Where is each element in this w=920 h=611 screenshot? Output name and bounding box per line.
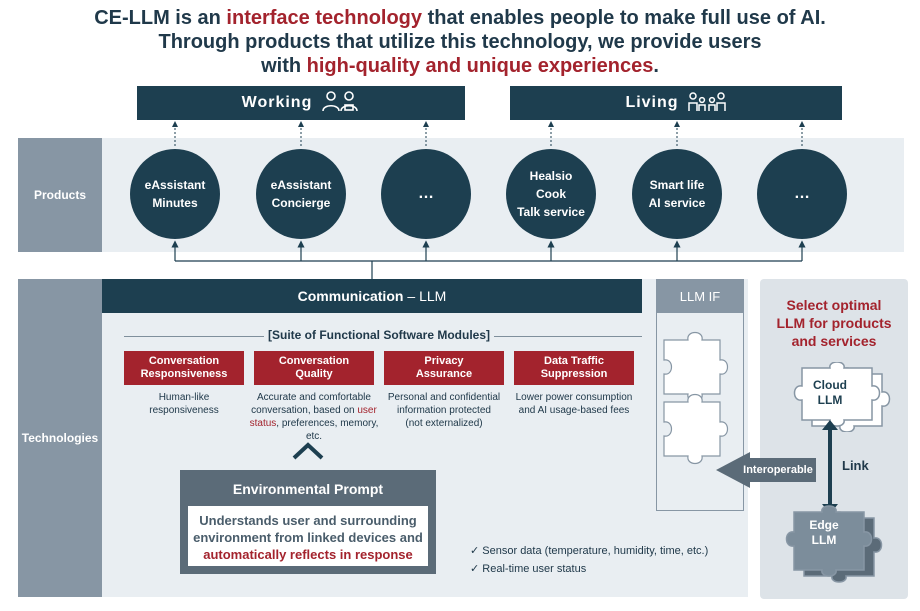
environmental-prompt-box: Environmental Prompt Understands user an… (180, 470, 436, 574)
llm-if-header: LLM IF (656, 279, 744, 313)
headline-line-1: CE-LLM is an interface technology that e… (94, 7, 826, 29)
communication-llm-bar: Communication– LLM (102, 279, 642, 313)
suite-rule-left (124, 336, 264, 337)
product-more-working: … (381, 149, 471, 239)
products-label: Products (18, 138, 102, 252)
cloud-llm-icon (793, 362, 891, 432)
puzzle-piece-icon (663, 331, 729, 465)
check-icon: ✓ (470, 563, 483, 575)
link-label: Link (842, 458, 869, 473)
check-icon: ✓ (470, 545, 483, 557)
technologies-label: Technologies (18, 279, 102, 597)
check-item-user-status: ✓ Real-time user status (470, 563, 587, 575)
chevron-up-icon (292, 442, 324, 460)
interoperable-label: Interoperable (740, 458, 816, 482)
check-item-sensor: ✓ Sensor data (temperature, humidity, ti… (470, 545, 709, 557)
family-icon (687, 90, 727, 116)
headline-line-3: with high-quality and unique experiences… (261, 55, 659, 77)
living-category-bar: Living (510, 86, 842, 120)
edge-llm-icon (785, 505, 883, 583)
working-label: Working (241, 94, 313, 111)
living-label: Living (625, 94, 679, 111)
suite-rule-right (494, 336, 642, 337)
suite-title: [Suite of Functional Software Modules] (268, 328, 490, 342)
product-more-living: … (757, 149, 847, 239)
headline-line-2: Through products that utilize this techn… (158, 31, 762, 53)
environmental-prompt-title: Environmental Prompt (232, 481, 384, 497)
working-category-bar: Working (137, 86, 465, 120)
people-icon (320, 90, 360, 116)
